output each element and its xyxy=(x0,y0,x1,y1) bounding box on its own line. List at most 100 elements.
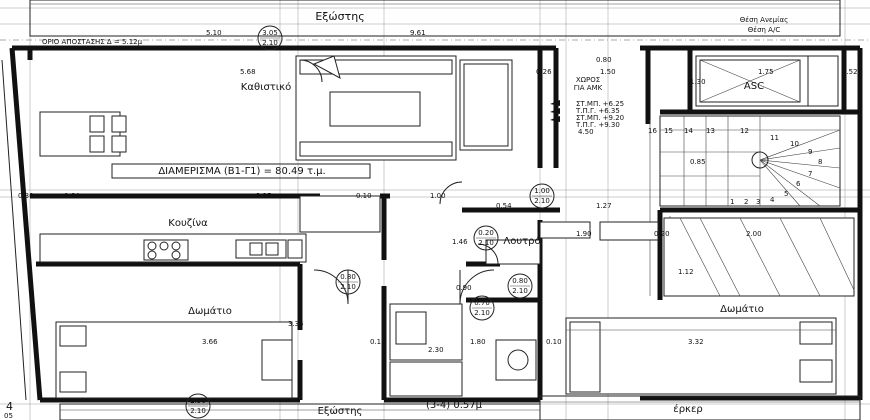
stair-number-6: 6 xyxy=(796,180,801,188)
door-tag-3-top: 0.80 xyxy=(512,277,528,285)
label-bay-window: έρκερ xyxy=(673,403,702,415)
label-elevator: ASC xyxy=(744,81,764,92)
dim-146: 1.46 xyxy=(452,238,468,246)
dim-026: 0.26 xyxy=(536,68,552,76)
door-tags xyxy=(185,25,555,419)
exterior-walls xyxy=(1,45,863,403)
label-apartment-area: ΔΙΑΜΕΡΙΣΜΑ (Β1-Γ1) = 80.49 τ.μ. xyxy=(158,166,325,177)
door-tag-0 xyxy=(257,25,283,51)
stair-number-8: 8 xyxy=(818,158,822,166)
left-room-furniture xyxy=(55,321,293,399)
label-level-4: Τ.Π.Γ. +9.30 xyxy=(575,121,620,129)
area-label-box xyxy=(111,163,371,179)
label-room-left: Δωμάτιο xyxy=(188,305,232,317)
door-tag-1-top: 1.00 xyxy=(534,187,550,195)
label-top-balcony: Εξώστης xyxy=(315,10,364,23)
stair-number-5: 5 xyxy=(784,190,788,198)
stair-hatch xyxy=(663,217,855,297)
stair-number-12: 12 xyxy=(740,127,749,135)
label-ac-position: Θέση A/C xyxy=(748,26,781,34)
label-disabled-space-2: ΓΙΑ ΑΜΚ xyxy=(574,84,603,92)
dim-064: 0.64 xyxy=(64,192,80,200)
stair-number-7: 7 xyxy=(808,170,812,178)
bathroom-fixtures xyxy=(389,221,659,397)
dim-230: 2.30 xyxy=(428,346,444,354)
dim-335: 3.35 xyxy=(288,320,304,328)
stair-number-15: 15 xyxy=(664,127,673,135)
room-labels: Εξώστης ΟΡΙΟ ΑΠΟΣΤΑΣΗΣ Δ = 5.12μ Θέση Αν… xyxy=(6,10,788,417)
dim-510: 5.10 xyxy=(206,29,222,37)
dim-112: 1.12 xyxy=(678,268,694,276)
dim-450: 4.50 xyxy=(578,128,594,136)
door-tag-0-top: 3.05 xyxy=(262,29,278,37)
elevator-shaft xyxy=(695,55,839,107)
dim-325: 3.25 xyxy=(256,192,272,200)
label-kitchen: Κουζίνα xyxy=(168,217,208,229)
dim-010c: 0.10 xyxy=(546,338,562,346)
dim-005: 05 xyxy=(4,412,13,420)
door-tag-3 xyxy=(507,273,533,299)
door-tag-1-bottom: 2.10 xyxy=(534,197,550,205)
dim-052: 0.52 xyxy=(842,68,858,76)
door-tag-4 xyxy=(469,295,495,321)
dim-568: 5.68 xyxy=(240,68,256,76)
dim-366: 3.66 xyxy=(202,338,218,346)
label-air-shaft: Θέση Ανεμίας xyxy=(740,16,788,24)
dim-010b: 0.10 xyxy=(370,338,386,346)
stair-number-13: 13 xyxy=(706,127,715,135)
door-tag-4-top: 0.70 xyxy=(474,299,490,307)
interior-walls xyxy=(30,48,860,400)
dim-054: 0.54 xyxy=(496,202,512,210)
door-tag-2-bottom: 2.10 xyxy=(340,283,356,291)
door-tag-2 xyxy=(335,269,361,295)
dim-180: 1.80 xyxy=(470,338,486,346)
kitchen-counter xyxy=(39,195,381,263)
label-level-2: Τ.Π.Γ. +6.35 xyxy=(575,107,620,115)
dim-080: 0.80 xyxy=(596,56,612,64)
wall-marks xyxy=(550,100,560,122)
stair-number-16: 16 xyxy=(648,127,657,135)
dim-127: 1.27 xyxy=(596,202,612,210)
stair-number-2: 2 xyxy=(744,198,748,206)
living-room-furniture xyxy=(39,55,513,161)
stair-numbers: 16 15 14 13 12 11 10 9 8 7 6 5 4 3 2 1 xyxy=(648,127,822,206)
stair-number-1: 1 xyxy=(730,198,734,206)
dim-100: 1.00 xyxy=(430,192,446,200)
stair-number-11: 11 xyxy=(770,134,779,142)
door-tag-6 xyxy=(185,393,211,419)
dim-085: 0.85 xyxy=(690,158,706,166)
label-bathroom: Λουτρό xyxy=(503,235,540,247)
label-disabled-space-1: ΧΩΡΟΣ xyxy=(576,76,600,84)
label-bottom-balcony: Εξώστης xyxy=(318,405,363,417)
label-level-3: ΣΤ.ΜΠ. +9.20 xyxy=(576,114,624,122)
door-tag-6-top: 2.50 xyxy=(190,397,206,405)
stair-number-9: 9 xyxy=(808,148,812,156)
dim-020: 0.20 xyxy=(654,230,670,238)
door-tag-6-bottom: 2.10 xyxy=(190,407,206,415)
door-tag-3-bottom: 2.10 xyxy=(512,287,528,295)
dim-190: 1.90 xyxy=(576,230,592,238)
dim-030: 0.30 xyxy=(18,192,34,200)
dim-010: 0.10 xyxy=(356,192,372,200)
stair-number-14: 14 xyxy=(684,127,693,135)
label-boundary-line: ΟΡΙΟ ΑΠΟΣΤΑΣΗΣ Δ = 5.12μ xyxy=(42,38,143,46)
dim-961: 9.61 xyxy=(410,29,426,37)
door-tag-4-bottom: 2.10 xyxy=(474,309,490,317)
dim-090: 0.90 xyxy=(456,284,472,292)
top-balcony xyxy=(0,0,870,41)
stair-number-4: 4 xyxy=(770,196,775,204)
dim-130: 1.30 xyxy=(690,78,706,86)
dim-175: 1.75 xyxy=(758,68,774,76)
label-axis-number: 4 xyxy=(6,400,13,413)
door-tag-0-bottom: 2.10 xyxy=(262,39,278,47)
stair-number-10: 10 xyxy=(790,140,799,148)
label-level-1: ΣΤ.ΜΠ. +6.25 xyxy=(576,100,624,108)
door-tag-2-top: 0.80 xyxy=(340,273,356,281)
staircase xyxy=(649,115,841,296)
dim-332: 3.32 xyxy=(688,338,704,346)
door-tag-1 xyxy=(529,183,555,209)
door-tag-5 xyxy=(473,225,499,251)
label-living-room: Καθιστικό xyxy=(241,81,291,93)
dimension-labels: 9.61 5.68 0.26 0.80 1.50 1.75 1.30 4.50 … xyxy=(4,29,858,420)
